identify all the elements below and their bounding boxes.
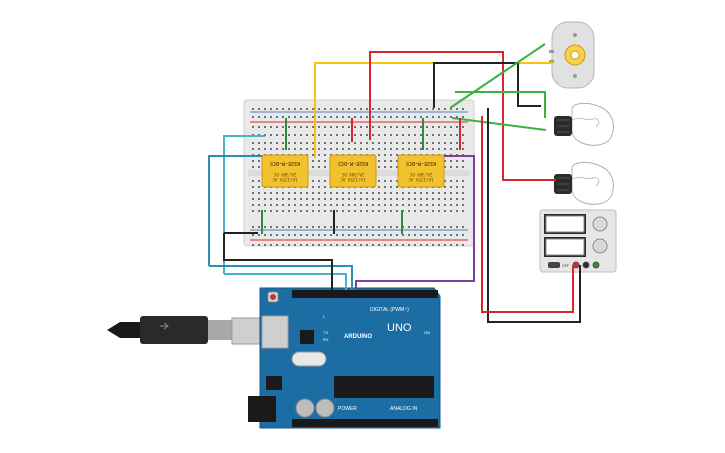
arduino-uno-board[interactable]: ARDUINO UNO DIGITAL (PWM~) POWER ANALOG … [248, 287, 441, 429]
relay-3[interactable]: 1A/125V AC 2A/30V DC KS2E-M-DC5 [397, 154, 445, 188]
digital-pins-label: DIGITAL (PWM~) [370, 307, 409, 313]
tx-label: TX [323, 330, 328, 335]
relay-2-rating-2: 2A/30V DC [341, 172, 364, 177]
analog-pins-label: ANALOG IN [390, 406, 418, 412]
wire-cyan [223, 135, 347, 290]
relay-2-part: KS2E-M-DC5 [338, 160, 368, 166]
relay-1-rating-1: 1A/125V AC [272, 177, 298, 182]
power-supply[interactable]: OFF [539, 209, 617, 273]
l-label: L [323, 314, 326, 319]
relay-2[interactable]: 1A/125V AC 2A/30V DC KS2E-M-DC5 [329, 154, 377, 188]
relay-3-rating-2: 2A/30V DC [409, 172, 432, 177]
power-supply-icon [539, 209, 617, 273]
relay-1[interactable]: 1A/125V AC 2A/30V DC KS2E-M-DC5 [261, 154, 309, 188]
wire-black-ps [487, 108, 581, 323]
relay-1-rating-2: 2A/30V DC [273, 172, 296, 177]
arduino-model: UNO [387, 322, 412, 334]
power-switch-label: OFF [562, 264, 569, 268]
on-label: ON [424, 330, 430, 335]
wire-red-ps [481, 116, 574, 313]
relay-1-part: KS2E-M-DC5 [270, 160, 300, 166]
wire-green-1 [449, 43, 547, 131]
wire-red-motor [369, 51, 556, 181]
relay-3-rating-1: 1A/125V AC [408, 177, 434, 182]
wires[interactable] [208, 43, 581, 323]
light-bulb-icon [554, 102, 614, 146]
relay-2-rating-1: 1A/125V AC [340, 177, 366, 182]
arduino-brand: ARDUINO [344, 334, 372, 340]
relay-3-part: KS2E-M-DC5 [406, 160, 436, 166]
light-bulb-2[interactable] [554, 161, 614, 205]
wire-black-arduino [223, 232, 333, 290]
wire-teal [208, 155, 353, 290]
wire-green-2 [455, 91, 546, 118]
power-pins-label: POWER [338, 406, 357, 412]
light-bulb-1[interactable] [554, 102, 614, 146]
wire-purple [355, 155, 475, 290]
dc-motor-icon[interactable] [549, 21, 595, 89]
light-bulb-icon [554, 161, 614, 205]
rx-label: RX [323, 337, 329, 342]
